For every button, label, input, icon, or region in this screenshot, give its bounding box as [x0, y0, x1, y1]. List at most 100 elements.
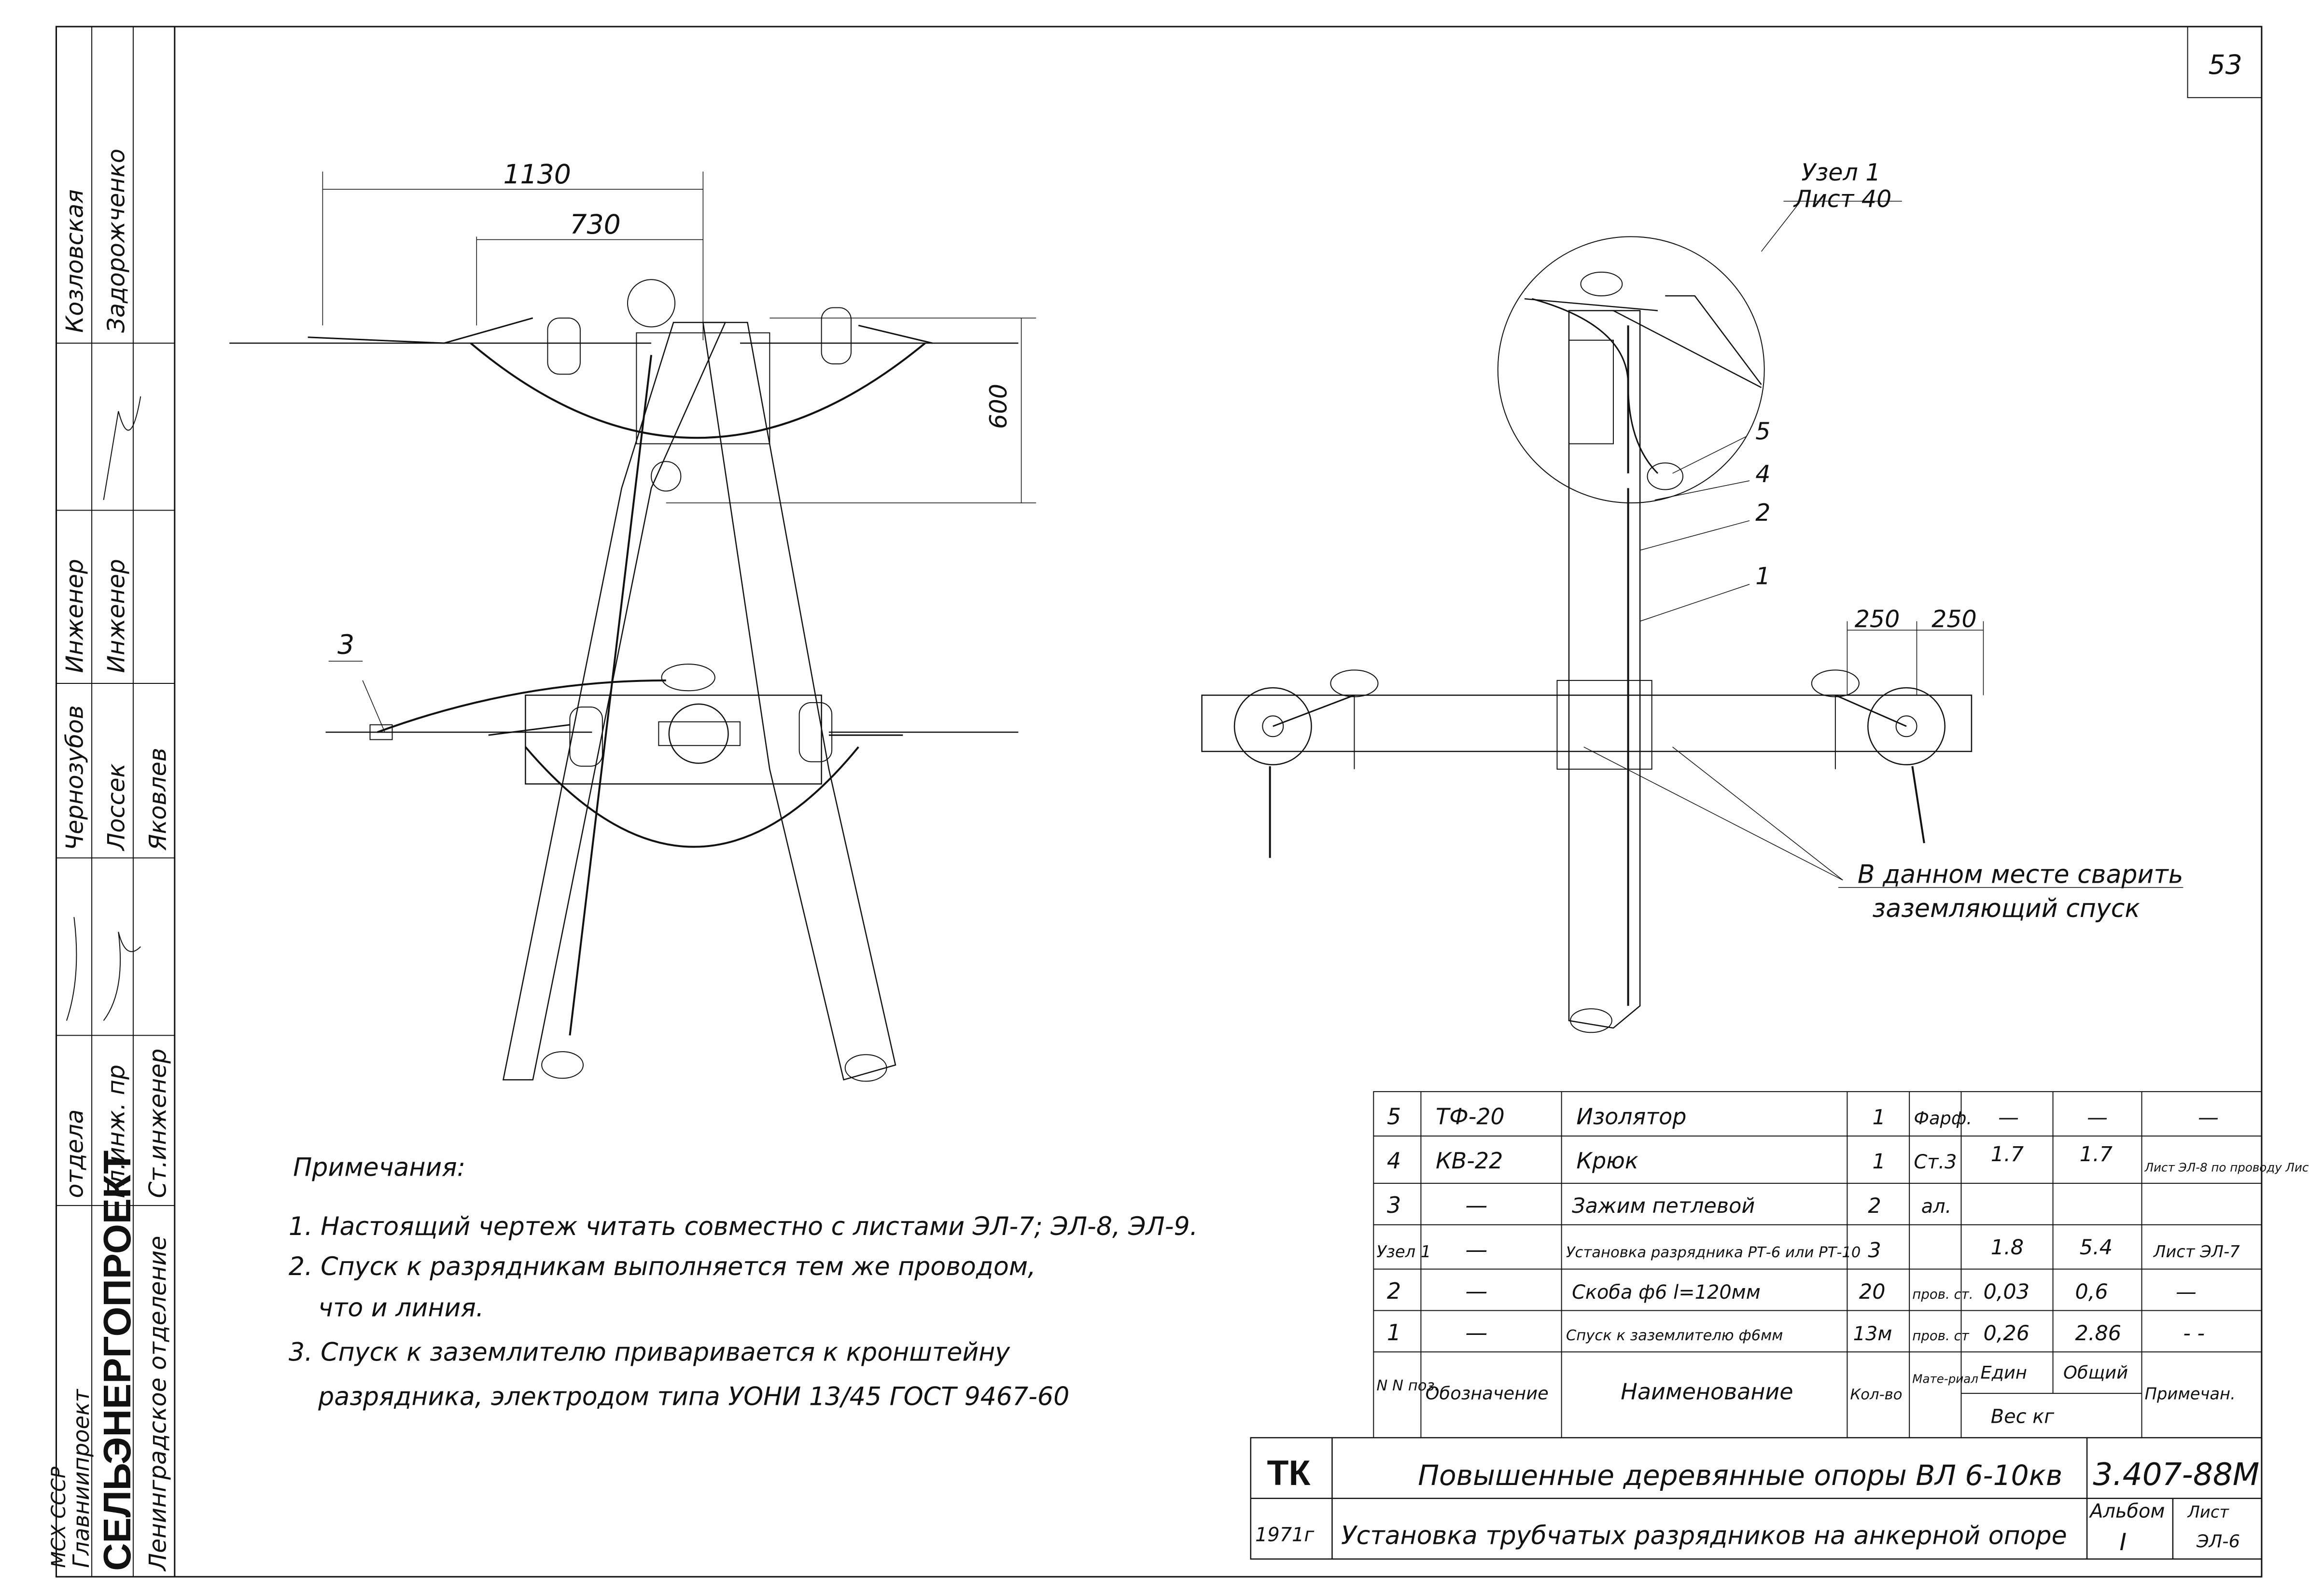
row-3-name: Зажим петлевой — [1572, 1194, 1755, 1218]
callout-2: 2 — [1755, 499, 1770, 527]
tb-sheet-value: ЭЛ-6 — [2196, 1531, 2240, 1552]
row-1-total: 2.86 — [2075, 1321, 2122, 1346]
row-4-unit: 1.7 — [1991, 1142, 2024, 1166]
tb-title-1: Повышенные деревянные опоры ВЛ 6-10кв — [1418, 1459, 2062, 1492]
row-2-oboz: — — [1465, 1278, 1487, 1304]
hdr-note: Примечан. — [2145, 1384, 2236, 1403]
row-2-mat: пров. ст. — [1912, 1286, 1973, 1302]
row-4-pos: 4 — [1387, 1148, 1401, 1174]
hdr-pos: N N поз. — [1376, 1377, 1439, 1394]
row-3-pos: 3 — [1387, 1192, 1401, 1218]
row-1-mat: пров. ст — [1912, 1328, 1969, 1344]
dim-250a: 250 — [1855, 605, 1900, 633]
row-3-mat: ал. — [1921, 1195, 1952, 1218]
callout-1: 1 — [1755, 562, 1770, 590]
stamp-role-1: отдела — [61, 1110, 89, 1198]
stamp-role-3: Ст.инженер — [143, 1049, 171, 1198]
hdr-unit: Един — [1980, 1362, 2027, 1383]
dim-250b: 250 — [1931, 605, 1977, 633]
row-u-total: 5.4 — [2080, 1235, 2113, 1260]
row-4-name: Крюк — [1576, 1148, 1638, 1174]
dim-1130: 1130 — [503, 159, 571, 190]
stamp-name-1: Козловская — [61, 189, 89, 333]
stamp-org-4: Ленинградское отделение — [143, 1236, 171, 1572]
left-view-a-frame — [229, 172, 1036, 1082]
stamp-name-6: Инженер — [61, 559, 89, 673]
stamp-name-3: Чернозубов — [61, 705, 89, 850]
row-2-name: Скоба ф6 l=120мм — [1572, 1281, 1761, 1304]
row-1-pos: 1 — [1387, 1319, 1401, 1346]
row-3-qty: 2 — [1868, 1194, 1881, 1218]
row-1-unit: 0,26 — [1983, 1321, 2029, 1346]
row-4-mat: Ст.3 — [1914, 1151, 1957, 1173]
note-2b: что и линия. — [318, 1294, 484, 1323]
row-1-name: Спуск к заземлителю ф6мм — [1566, 1327, 1783, 1344]
tb-title-2: Установка трубчатых разрядников на анкер… — [1341, 1522, 2067, 1551]
spec-table — [1373, 1092, 2262, 1438]
row-2-unit: 0,03 — [1983, 1280, 2029, 1304]
note-3b: разрядника, электродом типа УОНИ 13/45 Г… — [318, 1383, 1069, 1412]
hdr-weight: Вес кг — [1991, 1405, 2055, 1428]
note-1: 1. Настоящий чертеж читать совместно с л… — [289, 1212, 1198, 1241]
dim-730: 730 — [570, 209, 620, 240]
title-block — [1251, 1438, 2262, 1559]
hdr-mat: Мате-риал — [1912, 1372, 1978, 1386]
stamp-name-5: Яковлев — [143, 748, 171, 851]
tb-sheet-label: Лист — [2187, 1503, 2230, 1522]
row-4-oboz: КВ-22 — [1436, 1148, 1503, 1174]
row-4-note: Лист ЭЛ-8 по проводу Лист ЭЛ-9 — [2144, 1160, 2309, 1174]
stamp-org-1: МСХ СССР — [48, 1467, 70, 1568]
row-2-total: 0,6 — [2075, 1280, 2108, 1304]
stamp-name-7: Инженер — [102, 559, 130, 673]
row-2-qty: 20 — [1859, 1280, 1886, 1304]
tb-album-value: I — [2120, 1528, 2127, 1556]
stamp-org-3: СЕЛЬЭНЕРГОПРОЕКТ — [96, 1151, 139, 1571]
row-4-total: 1.7 — [2080, 1142, 2113, 1166]
weld-note-1: В данном месте сварить — [1858, 860, 2183, 889]
row-1-oboz: — — [1465, 1319, 1487, 1346]
callout-4: 4 — [1755, 460, 1770, 488]
row-u-pos: Узел 1 — [1376, 1242, 1431, 1261]
tb-year: 1971г — [1255, 1524, 1315, 1546]
callout-3: 3 — [337, 630, 354, 661]
stamp-name-2: Задорожченко — [102, 149, 130, 333]
row-5-unit: — — [1998, 1105, 2019, 1129]
hdr-total: Общий — [2063, 1362, 2128, 1383]
stamp-name-4: Лоссек — [102, 763, 130, 851]
node-label-2: Лист 40 — [1793, 185, 1891, 213]
row-5-note: — — [2198, 1105, 2219, 1129]
row-3-oboz: — — [1465, 1192, 1487, 1218]
hdr-oboz: Обозначение — [1426, 1383, 1549, 1403]
row-u-unit: 1.8 — [1991, 1235, 2024, 1260]
callout-5: 5 — [1755, 417, 1770, 445]
row-1-qty: 13м — [1853, 1323, 1892, 1345]
row-5-qty: 1 — [1873, 1105, 1886, 1129]
row-2-note: — — [2176, 1280, 2197, 1304]
weld-note-2: заземляющий спуск — [1873, 894, 2141, 923]
sheet-number-box — [2188, 27, 2262, 97]
notes: Примечания: 1. Настоящий чертеж читать с… — [289, 1153, 1198, 1412]
row-5-name: Изолятор — [1576, 1103, 1686, 1129]
node-label-1: Узел 1 — [1801, 158, 1880, 186]
row-1-note: - - — [2183, 1321, 2205, 1346]
stamp-org-2: Главниипроект — [68, 1388, 94, 1568]
row-u-oboz: — — [1465, 1236, 1487, 1263]
stamp-role-2: Гл.инж. пр — [102, 1065, 130, 1198]
notes-title: Примечания: — [293, 1153, 465, 1182]
sheet-number: 53 — [2209, 50, 2242, 81]
hdr-qty: Кол-во — [1850, 1386, 1903, 1403]
row-u-qty: 3 — [1868, 1238, 1881, 1263]
tb-doc-number: 3.407-88М — [2093, 1457, 2259, 1493]
row-5-pos: 5 — [1387, 1103, 1401, 1129]
row-5-total: — — [2087, 1105, 2108, 1129]
spec-table-text: 5 ТФ-20 Изолятор 1 Фарф. — — — 4 КВ-22 К… — [1376, 1103, 2309, 1428]
row-5-oboz: ТФ-20 — [1436, 1103, 1505, 1129]
note-2: 2. Спуск к разрядникам выполняется тем ж… — [289, 1252, 1036, 1281]
left-stamp: Козловская Задорожченко Инженер Инженер … — [48, 27, 175, 1577]
row-u-name: Установка разрядника РТ-6 или РТ-10 — [1566, 1244, 1861, 1261]
dim-600: 600 — [984, 384, 1012, 429]
note-3: 3. Спуск к заземлителю приваривается к к… — [289, 1338, 1010, 1367]
row-4-qty: 1 — [1873, 1150, 1886, 1174]
hdr-name: Наименование — [1621, 1378, 1793, 1404]
